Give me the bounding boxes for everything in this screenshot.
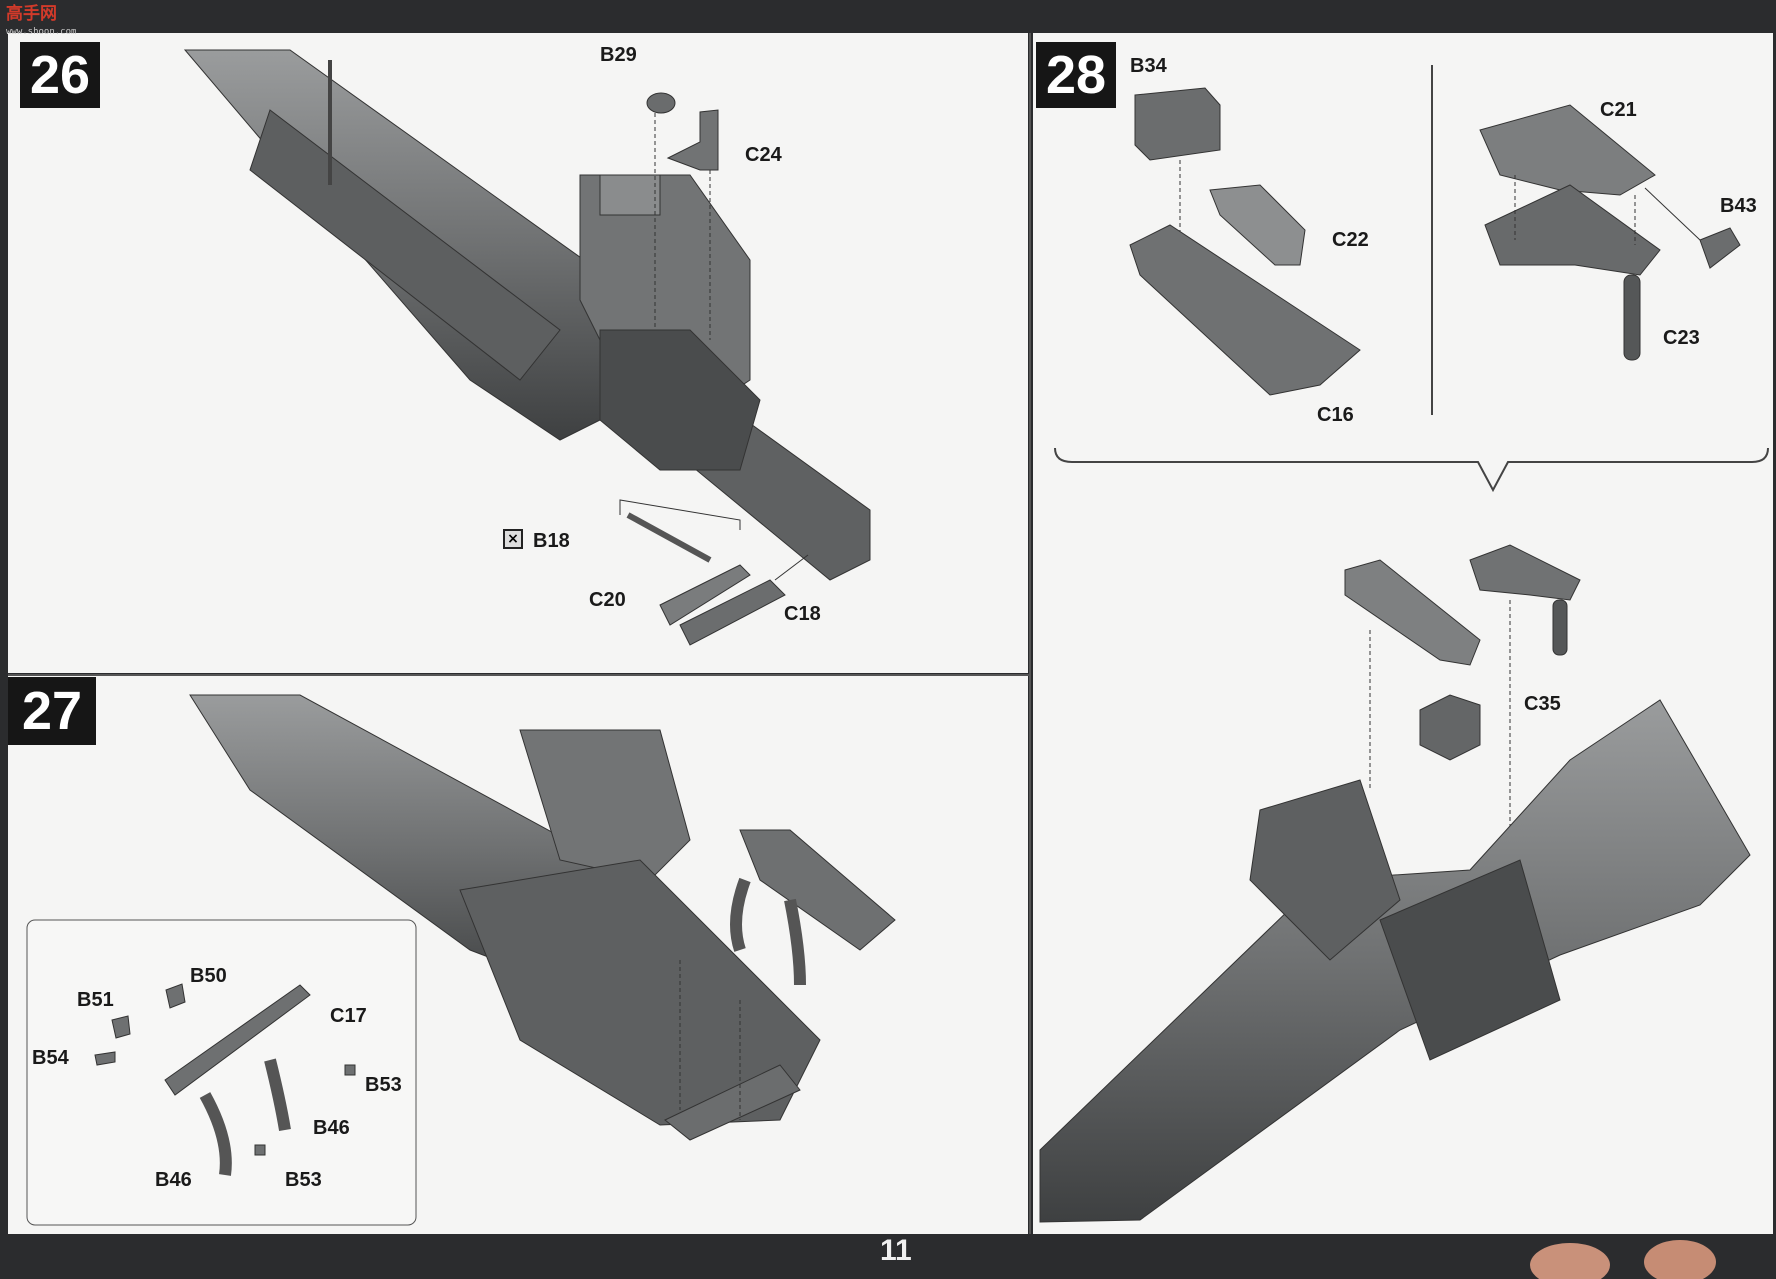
part-label-b50: B50 xyxy=(190,965,227,987)
step-27-gun xyxy=(189,694,896,1141)
part-label-c22: C22 xyxy=(1332,229,1369,251)
part-label-b46: B46 xyxy=(155,1169,192,1191)
part-label-c16: C16 xyxy=(1317,404,1354,426)
bottom-strip xyxy=(0,1234,1776,1279)
part-label-b51: B51 xyxy=(77,989,114,1011)
part-label-b54: B54 xyxy=(32,1047,69,1069)
part-label-c17: C17 xyxy=(330,1005,367,1027)
step-27-inset-frame xyxy=(26,919,417,1226)
excluded-part-icon: × xyxy=(503,529,523,549)
part-label-b29: B29 xyxy=(600,44,637,66)
bracket-line xyxy=(1054,447,1769,493)
part-label-c24: C24 xyxy=(745,144,782,166)
part-label-c21: C21 xyxy=(1600,99,1637,121)
part-label-c18: C18 xyxy=(784,603,821,625)
watermark-url: www.shoon.com xyxy=(6,27,77,37)
step-27-badge: 27 xyxy=(8,677,96,745)
part-label-b34: B34 xyxy=(1130,55,1167,77)
step-28-parts xyxy=(1039,87,1751,1223)
step-26-gun xyxy=(183,49,871,646)
part-label-b53: B53 xyxy=(285,1169,322,1191)
page-number: 11 xyxy=(880,1234,912,1267)
part-label-b53: B53 xyxy=(365,1074,402,1096)
finger-shape xyxy=(1530,1243,1610,1279)
part-label-c35: C35 xyxy=(1524,693,1561,715)
part-label-b18: B18 xyxy=(533,530,570,552)
watermark-logo: 高手网 xyxy=(6,4,57,24)
step-28-badge: 28 xyxy=(1036,42,1116,108)
part-label-b43: B43 xyxy=(1720,195,1757,217)
part-label-c20: C20 xyxy=(589,589,626,611)
part-label-c23: C23 xyxy=(1663,327,1700,349)
part-label-b46: B46 xyxy=(313,1117,350,1139)
step-27-inset-parts xyxy=(94,983,356,1176)
step-26-badge: 26 xyxy=(20,42,100,108)
finger-shape xyxy=(1644,1240,1716,1279)
